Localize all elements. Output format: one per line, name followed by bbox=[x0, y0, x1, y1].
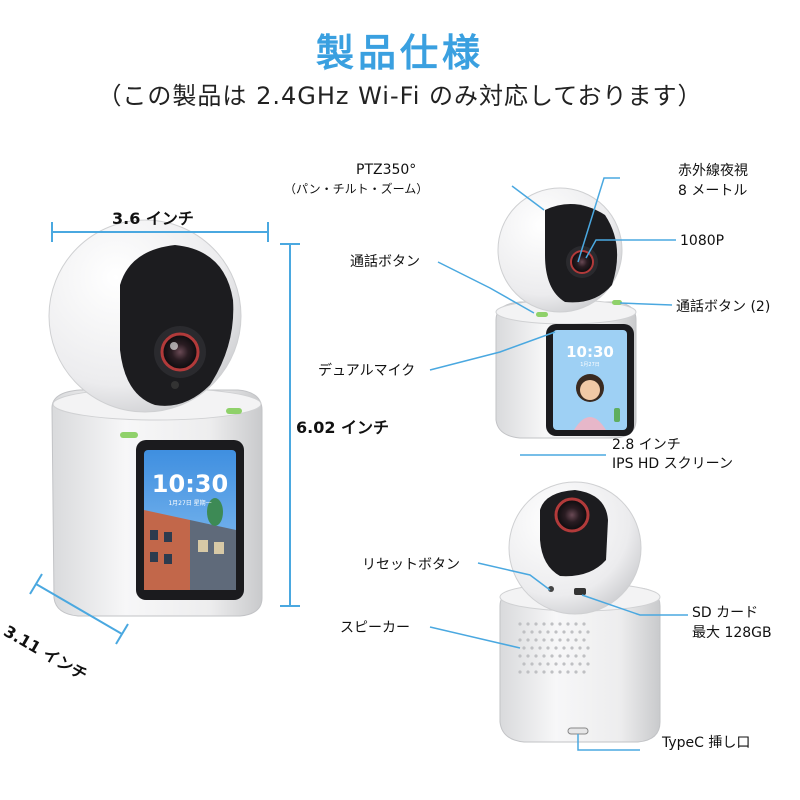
front-screen-time: 10:30 bbox=[152, 470, 228, 498]
speaker-hole bbox=[522, 662, 526, 666]
speaker-hole bbox=[578, 630, 582, 634]
speaker-hole bbox=[586, 662, 590, 666]
dual-mic-label: デュアルマイク bbox=[318, 363, 416, 379]
sd-card-label-line1: SD カード bbox=[692, 605, 759, 621]
speaker-hole bbox=[546, 646, 550, 650]
speaker-hole bbox=[530, 646, 534, 650]
speaker-hole bbox=[542, 638, 546, 642]
speaker-hole bbox=[582, 638, 586, 642]
speaker-hole bbox=[574, 638, 578, 642]
speaker-hole bbox=[534, 654, 538, 658]
call-button-2-label: 通話ボタン (2) bbox=[676, 299, 771, 315]
speaker-hole bbox=[522, 646, 526, 650]
speaker-hole bbox=[562, 630, 566, 634]
ir-label-line1: 赤外線夜視 bbox=[678, 163, 748, 179]
speaker-hole bbox=[550, 622, 554, 626]
speaker-hole bbox=[526, 670, 530, 674]
speaker-hole bbox=[554, 630, 558, 634]
speaker-label: スピーカー bbox=[340, 620, 410, 636]
side-screen-time: 10:30 bbox=[566, 343, 614, 361]
speaker-hole bbox=[550, 654, 554, 658]
screen-label-line2: IPS HD スクリーン bbox=[612, 456, 733, 472]
speaker-hole bbox=[574, 670, 578, 674]
sd-card-label-line2: 最大 128GB bbox=[692, 625, 772, 641]
speaker-hole bbox=[574, 654, 578, 658]
speaker-hole bbox=[586, 646, 590, 650]
speaker-hole bbox=[566, 638, 570, 642]
speaker-hole bbox=[558, 622, 562, 626]
speaker-hole bbox=[554, 646, 558, 650]
speaker-hole bbox=[522, 630, 526, 634]
speaker-hole bbox=[570, 630, 574, 634]
speaker-hole bbox=[518, 654, 522, 658]
speaker-hole bbox=[570, 646, 574, 650]
rear-camera bbox=[499, 481, 661, 743]
speaker-hole bbox=[546, 662, 550, 666]
speaker-hole bbox=[534, 622, 538, 626]
reset-button-label: リセットボタン bbox=[362, 557, 460, 573]
leader-lines bbox=[429, 177, 688, 751]
speaker-hole bbox=[558, 638, 562, 642]
speaker-hole bbox=[558, 670, 562, 674]
speaker-hole bbox=[570, 662, 574, 666]
speaker-hole bbox=[538, 646, 542, 650]
ptz-label-line2: （パン・チルト・ズーム） bbox=[284, 182, 429, 196]
speaker-hole bbox=[538, 662, 542, 666]
speaker-hole bbox=[582, 622, 586, 626]
page-subtitle: （この製品は 2.4GHz Wi-Fi のみ対応しております） bbox=[97, 82, 703, 110]
height-label: 6.02 インチ bbox=[296, 418, 390, 437]
speaker-hole bbox=[550, 670, 554, 674]
speaker-hole bbox=[530, 630, 534, 634]
front-screen-date: 1月27日 星期一 bbox=[168, 499, 211, 507]
speaker-hole bbox=[518, 638, 522, 642]
speaker-hole bbox=[534, 670, 538, 674]
speaker-hole bbox=[526, 638, 530, 642]
side-screen-date: 1月27日 bbox=[580, 362, 600, 368]
speaker-hole bbox=[542, 654, 546, 658]
speaker-hole bbox=[542, 622, 546, 626]
speaker-hole bbox=[566, 622, 570, 626]
speaker-hole bbox=[526, 654, 530, 658]
speaker-hole bbox=[550, 638, 554, 642]
speaker-hole bbox=[538, 630, 542, 634]
speaker-hole bbox=[586, 630, 590, 634]
speaker-hole bbox=[558, 654, 562, 658]
speaker-grille bbox=[518, 622, 590, 674]
speaker-hole bbox=[566, 654, 570, 658]
width-label: 3.6 インチ bbox=[112, 209, 194, 228]
page-title: 製品仕様 bbox=[315, 31, 484, 75]
speaker-hole bbox=[526, 622, 530, 626]
screen-label-line1: 2.8 インチ bbox=[612, 437, 681, 453]
speaker-hole bbox=[518, 622, 522, 626]
main-camera bbox=[48, 219, 263, 617]
speaker-hole bbox=[534, 638, 538, 642]
resolution-label: 1080P bbox=[680, 233, 725, 249]
speaker-hole bbox=[582, 670, 586, 674]
speaker-hole bbox=[562, 646, 566, 650]
speaker-hole bbox=[578, 646, 582, 650]
speaker-hole bbox=[566, 670, 570, 674]
ir-label-line2: 8 メートル bbox=[678, 183, 748, 199]
speaker-hole bbox=[518, 670, 522, 674]
speaker-hole bbox=[530, 662, 534, 666]
call-button-label: 通話ボタン bbox=[350, 254, 420, 270]
speaker-hole bbox=[578, 662, 582, 666]
side-camera bbox=[495, 187, 637, 439]
speaker-hole bbox=[574, 622, 578, 626]
dimension-lines bbox=[29, 222, 300, 645]
speaker-hole bbox=[582, 654, 586, 658]
typec-port-label: TypeC 挿し口 bbox=[662, 735, 751, 751]
speaker-hole bbox=[542, 670, 546, 674]
ptz-label-line1: PTZ350° bbox=[356, 162, 417, 178]
speaker-hole bbox=[546, 630, 550, 634]
speaker-hole bbox=[562, 662, 566, 666]
speaker-hole bbox=[554, 662, 558, 666]
